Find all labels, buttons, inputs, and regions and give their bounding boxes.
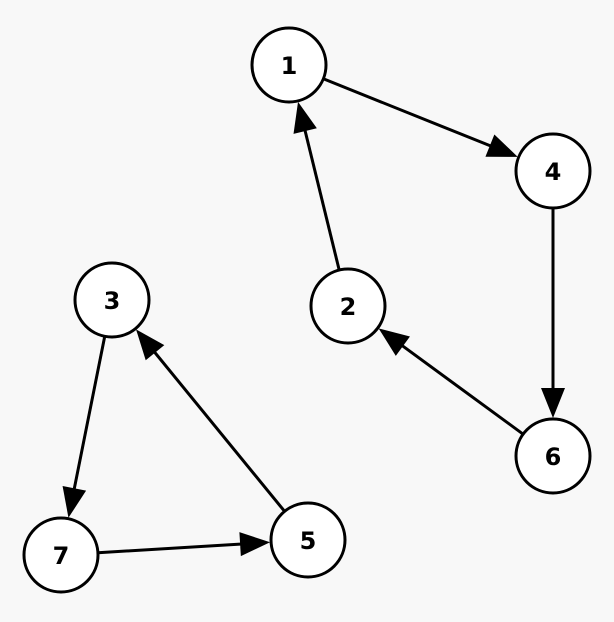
edges-layer	[62, 77, 565, 557]
node-4: 4	[514, 132, 592, 210]
node-label: 7	[53, 542, 70, 570]
edge-3-to-7	[62, 335, 107, 518]
arrowhead-icon	[62, 485, 87, 518]
arrowhead-icon	[293, 101, 317, 134]
node-label: 3	[104, 287, 121, 315]
arrowhead-icon	[485, 134, 518, 157]
node-circle	[73, 261, 151, 339]
node-circle	[309, 267, 387, 345]
edge-5-to-3	[136, 329, 286, 513]
node-circle	[269, 501, 347, 579]
arrowhead-icon	[239, 532, 271, 557]
edge-1-to-4	[322, 77, 518, 157]
arrowhead-icon	[541, 388, 565, 418]
node-label: 4	[545, 158, 562, 186]
node-5: 5	[269, 501, 347, 579]
edge-7-to-5	[97, 532, 271, 557]
node-3: 3	[73, 261, 151, 339]
node-label: 5	[300, 527, 317, 555]
nodes-layer: 1 2 3 4 5 6 7	[22, 26, 592, 594]
edge-line	[400, 343, 525, 436]
edge-line	[303, 128, 341, 271]
arrowhead-icon	[136, 329, 165, 361]
node-7: 7	[22, 516, 100, 594]
node-label: 1	[281, 52, 298, 80]
edge-2-to-1	[293, 101, 341, 271]
node-circle	[514, 417, 592, 495]
node-2: 2	[309, 267, 387, 345]
edge-line	[72, 335, 107, 491]
node-6: 6	[514, 417, 592, 495]
node-1: 1	[250, 26, 328, 104]
edge-line	[152, 350, 286, 513]
node-label: 6	[545, 443, 562, 471]
arrowhead-icon	[378, 328, 410, 356]
node-circle	[250, 26, 328, 104]
node-circle	[514, 132, 592, 210]
edge-6-to-2	[378, 328, 525, 436]
edge-line	[97, 542, 243, 555]
edge-line	[322, 77, 493, 148]
node-circle	[22, 516, 100, 594]
edge-4-to-6	[541, 208, 565, 418]
node-label: 2	[340, 293, 357, 321]
